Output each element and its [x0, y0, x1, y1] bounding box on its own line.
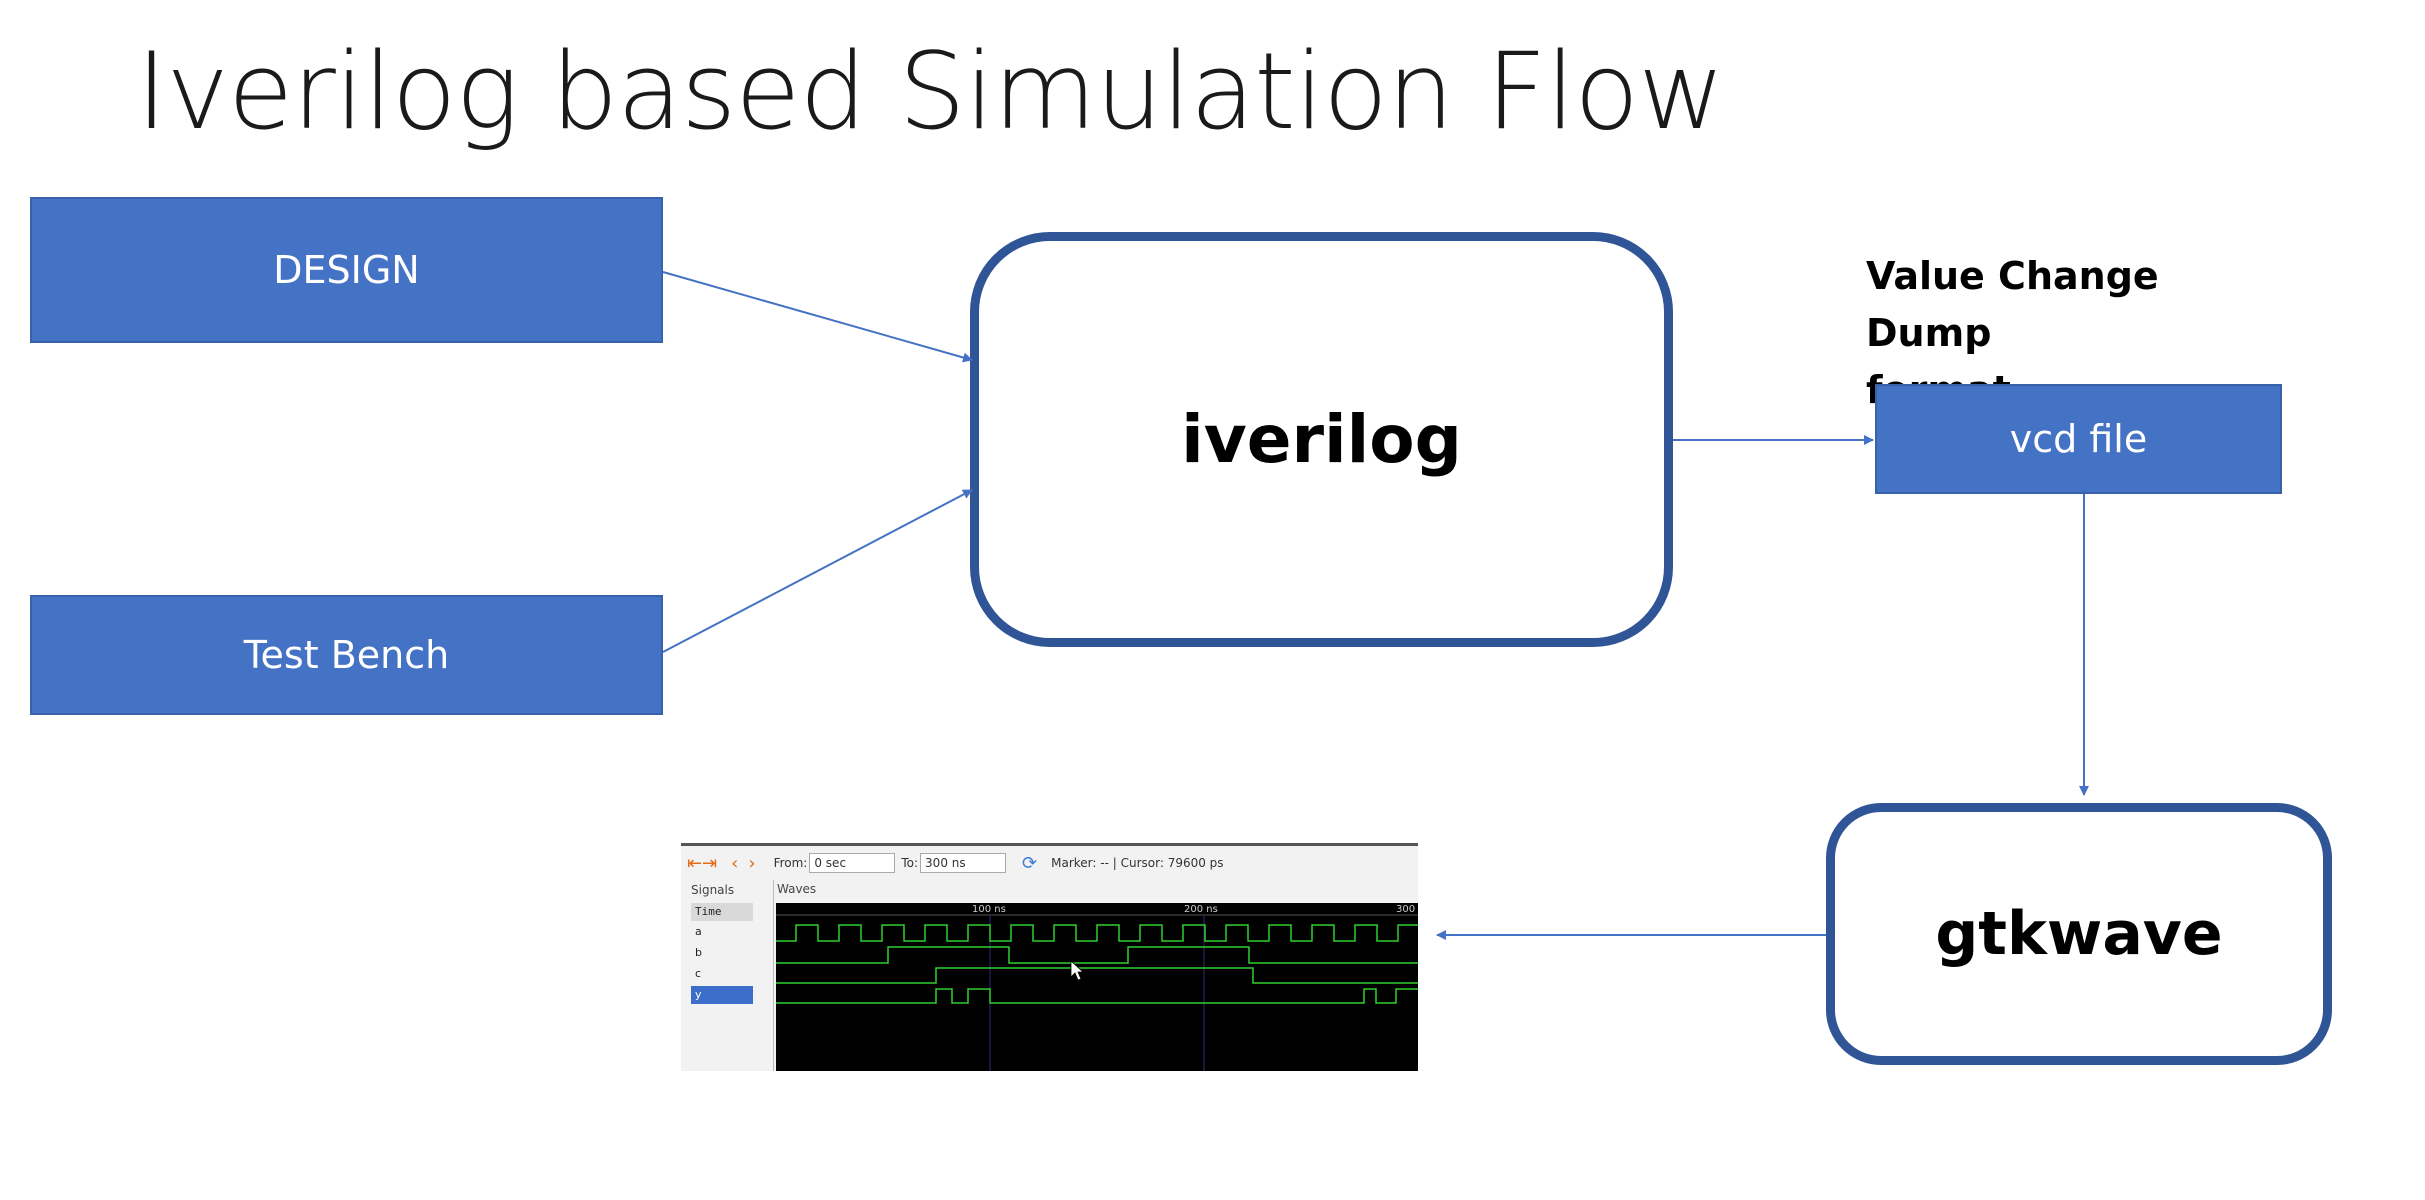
- iverilog-box: iverilog: [970, 232, 1673, 647]
- to-field[interactable]: 300 ns: [920, 853, 1007, 873]
- wave-a: [776, 924, 1418, 942]
- arrow-testbench-to-iverilog: [662, 489, 973, 653]
- signal-row-b[interactable]: b: [695, 946, 702, 959]
- from-field[interactable]: 0 sec: [809, 853, 896, 873]
- chevron-left-icon[interactable]: ‹: [731, 852, 739, 874]
- waveform-traces: 100 ns 200 ns 300: [776, 904, 1418, 1071]
- gtkwave-box: gtkwave: [1826, 803, 2332, 1065]
- signal-row-y[interactable]: y: [691, 986, 753, 1004]
- waves-header: Waves: [777, 882, 817, 896]
- design-label: DESIGN: [273, 248, 420, 292]
- test-bench-label: Test Bench: [243, 633, 450, 677]
- wave-b: [776, 946, 1418, 964]
- vcd-file-box: vcd file: [1875, 384, 2282, 494]
- wave-c: [776, 967, 1418, 984]
- vcd-file-label: vcd file: [2009, 417, 2148, 461]
- marker-cursor-readout: Marker: -- | Cursor: 79600 ps: [1051, 856, 1224, 870]
- signals-panel: Signals Time a b c y: [681, 880, 774, 1071]
- arrow-design-to-iverilog: [662, 271, 973, 363]
- time-tick-200ns: 200 ns: [1184, 904, 1218, 915]
- time-tick-300: 300: [1396, 904, 1415, 915]
- waveform-area[interactable]: 100 ns 200 ns 300: [776, 903, 1418, 1071]
- signal-row-a[interactable]: a: [695, 925, 702, 938]
- vcd-note-line1: Value Change Dump: [1866, 254, 2159, 355]
- from-label: From:: [773, 856, 808, 870]
- wave-y: [776, 988, 1418, 1004]
- mouse-pointer-icon: [1070, 960, 1085, 981]
- test-bench-box: Test Bench: [30, 595, 663, 715]
- gtkwave-screenshot: ⇤⇥ ‹ › From: 0 sec To: 300 ns ⟳ Marker: …: [681, 843, 1418, 1071]
- time-tick-100ns: 100 ns: [972, 904, 1006, 915]
- signal-row-c[interactable]: c: [695, 967, 702, 980]
- signals-header: Signals: [691, 883, 735, 897]
- page-title: Iverilog based Simulation Flow: [136, 30, 1725, 153]
- signal-row-time[interactable]: Time: [691, 903, 753, 921]
- gtkwave-label: gtkwave: [1935, 899, 2223, 969]
- chevron-right-icon[interactable]: ›: [748, 852, 756, 874]
- to-label: To:: [901, 856, 919, 870]
- gtkwave-toolbar: ⇤⇥ ‹ › From: 0 sec To: 300 ns ⟳ Marker: …: [681, 846, 1418, 880]
- iverilog-label: iverilog: [1181, 401, 1462, 478]
- zoom-fit-icon[interactable]: ⇤⇥: [687, 852, 718, 874]
- design-box: DESIGN: [30, 197, 663, 343]
- reload-icon[interactable]: ⟳: [1022, 852, 1038, 874]
